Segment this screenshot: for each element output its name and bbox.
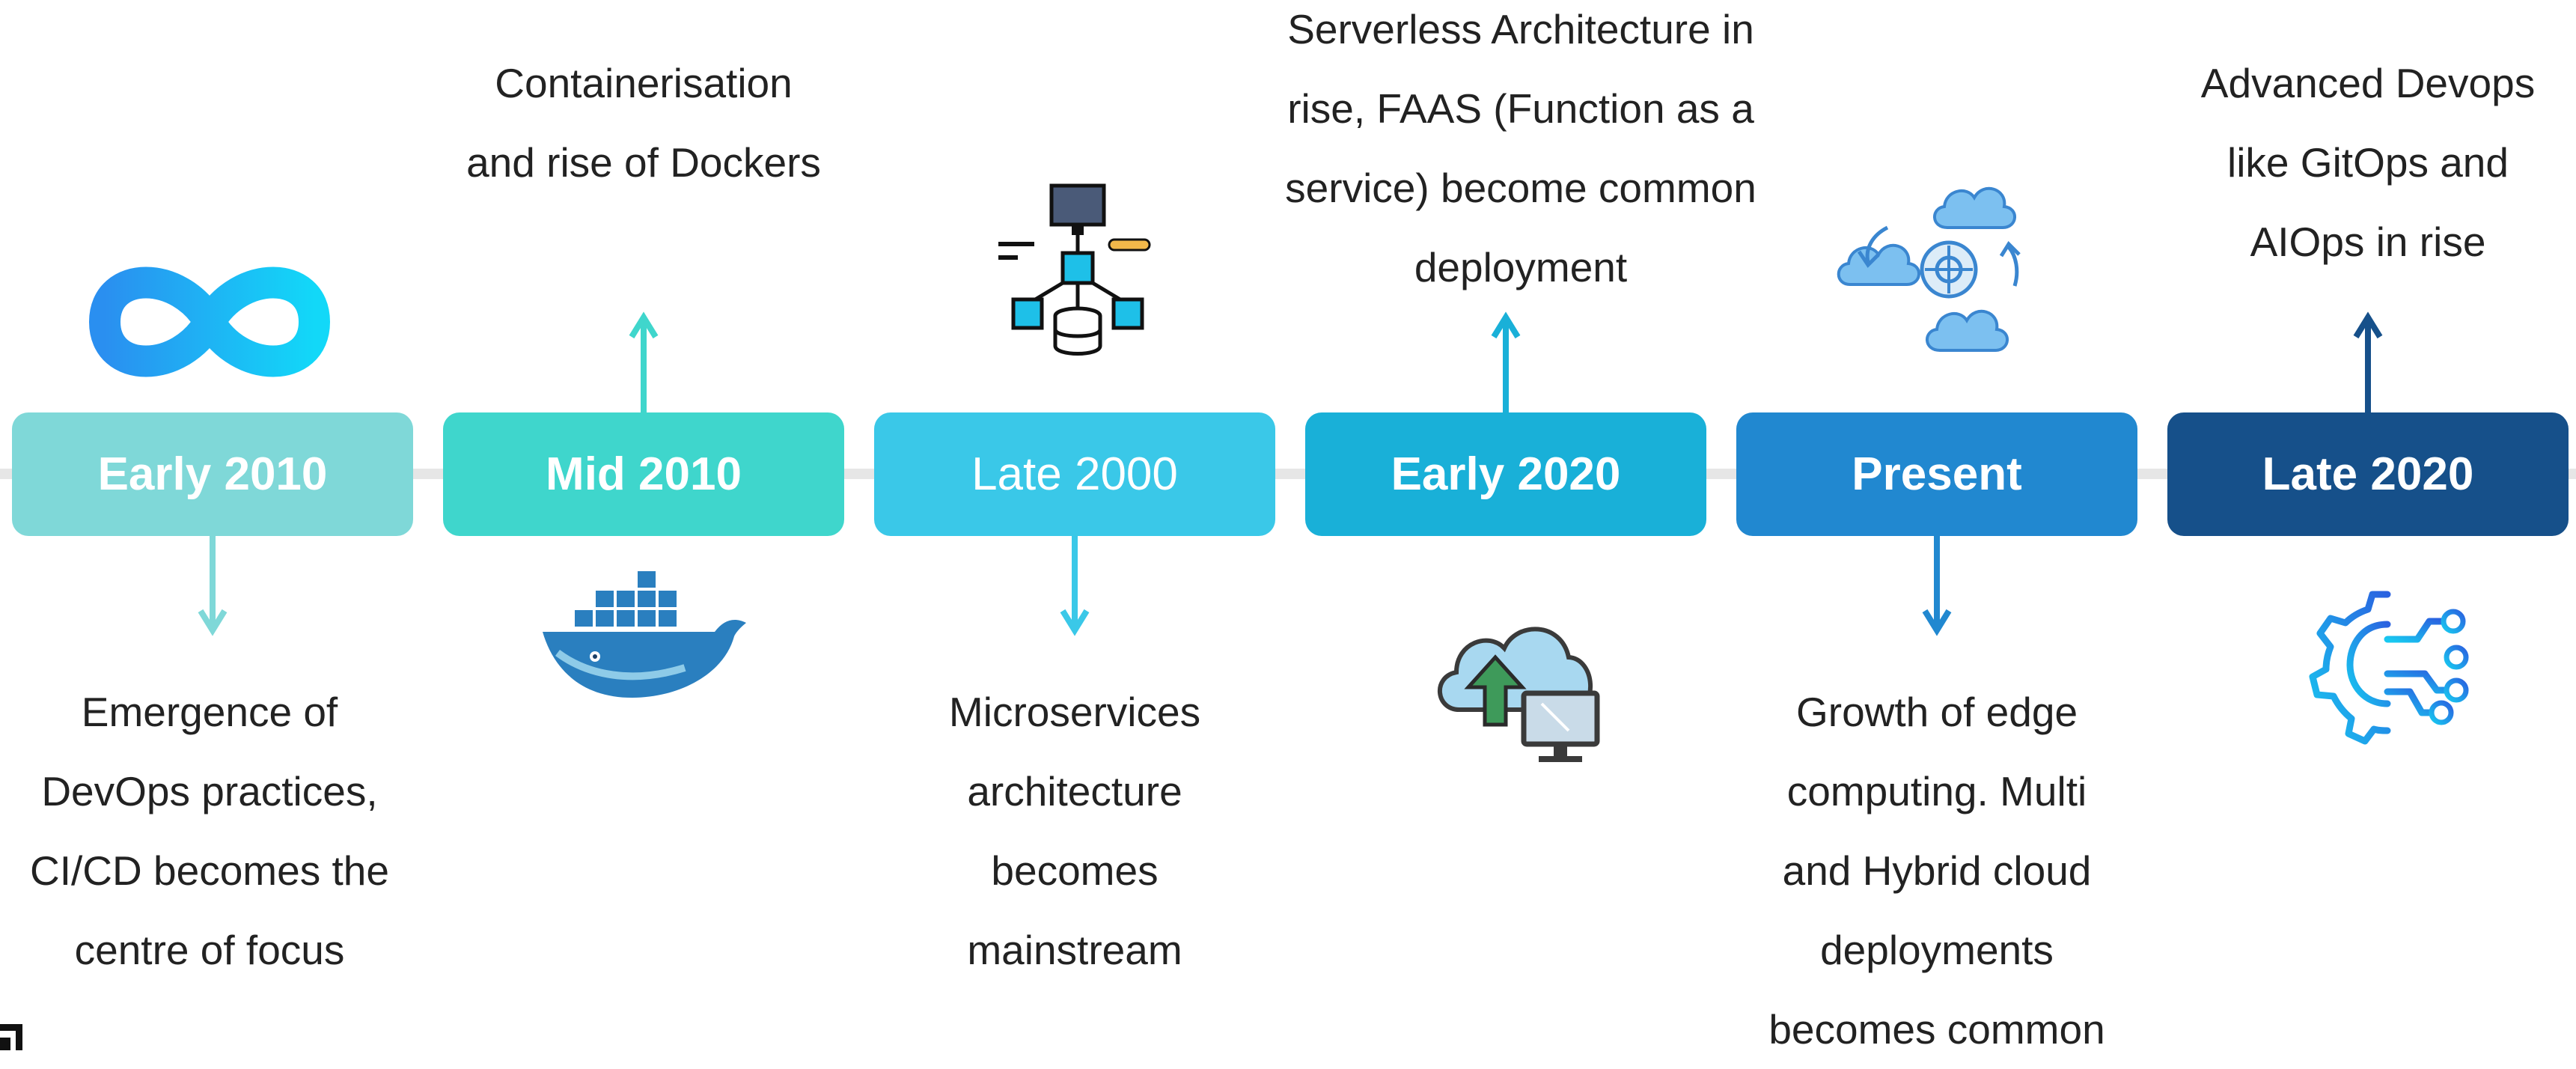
- milestone-label: Mid 2010: [546, 448, 742, 500]
- arrow-up: [2353, 311, 2383, 413]
- arrow-down: [198, 536, 228, 636]
- cloud-upload-monitor-icon: [1437, 627, 1600, 762]
- arrow-down: [1060, 536, 1090, 636]
- arrow-up: [1491, 311, 1521, 413]
- hybrid-cloud-icon: [1837, 186, 2021, 352]
- milestone-mid-2010: Mid 2010: [443, 412, 844, 536]
- milestone-description: Growth of edge computing. Multi and Hybr…: [1768, 689, 2105, 1053]
- milestone-description: Microservices architecture becomes mains…: [948, 689, 1201, 973]
- milestone-early-2020: Early 2020: [1305, 412, 1706, 536]
- milestone-early-2010: Early 2010: [12, 412, 413, 536]
- milestone-description: Serverless Architecture in rise, FAAS (F…: [1285, 6, 1756, 290]
- milestone-label: Late 2020: [2262, 448, 2474, 500]
- milestone-label: Present: [1852, 448, 2022, 500]
- microservices-network-icon: [998, 183, 1151, 356]
- milestone-present: Present: [1736, 412, 2137, 536]
- milestone-late-2020: Late 2020: [2167, 412, 2569, 536]
- arrow-up: [629, 311, 659, 413]
- milestone-label: Early 2020: [1391, 448, 1621, 500]
- milestone-description: Containerisation and rise of Dockers: [466, 60, 821, 186]
- infinity-icon: [88, 267, 331, 377]
- milestone-late-2000: Late 2000: [874, 412, 1275, 536]
- ai-circuit-gear-icon: [2309, 591, 2469, 745]
- corner-mark-dot: [0, 1038, 10, 1050]
- milestone-description: Advanced Devops like GitOps and AIOps in…: [2200, 60, 2536, 265]
- milestone-description: Emergence of DevOps practices, CI/CD bec…: [30, 689, 389, 973]
- arrow-down: [1922, 536, 1952, 636]
- milestone-label: Early 2010: [97, 448, 328, 500]
- docker-whale-icon: [543, 570, 746, 698]
- milestone-label: Late 2000: [971, 448, 1178, 500]
- corner-mark: [0, 1024, 22, 1050]
